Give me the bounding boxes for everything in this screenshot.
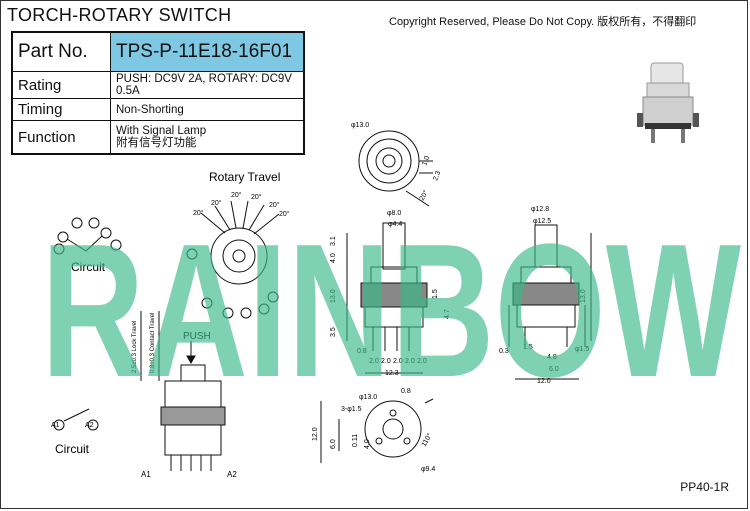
dim-front: 1.5 (432, 289, 439, 299)
product-photo (637, 62, 699, 143)
rating-label: Rating (11, 71, 111, 99)
circuit-top-diagram (53, 217, 122, 255)
dim-front: 2.0 (393, 358, 403, 365)
watermark-text: RAINBOW (41, 216, 741, 386)
dim-front: 2.0 (405, 358, 415, 365)
dim-bottom: 3-φ1.5 (341, 406, 362, 413)
dim-bottom: 0.8 (401, 388, 411, 395)
dim-side: 1.5 (523, 344, 533, 351)
rotary-travel-diagram (186, 200, 280, 319)
dim-side: 0.3 (499, 348, 509, 355)
dim-side: φ12.5 (533, 218, 551, 225)
circuit-bottom-diagram (53, 408, 99, 431)
table-row: Function With Signal Lamp 附有信号灯功能 (11, 120, 305, 155)
dim-top-angle: 20° (418, 189, 430, 202)
table-row: Timing Non-Shorting (11, 98, 305, 121)
timing-value: Non-Shorting (110, 98, 305, 121)
dim-front: 12.3 (385, 370, 399, 377)
dim-side: φ1.5 (575, 346, 589, 353)
dim-top-1: 1.0 (421, 155, 431, 167)
circuit-bottom-label: Circuit (55, 442, 90, 456)
a1-label: A1 (141, 470, 151, 479)
contact-travel-label: 0.8±0.3 Contact Travel (150, 313, 156, 373)
circuit-a1: A1 (51, 422, 60, 429)
dim-side: 4.8 (547, 354, 557, 361)
dim-bottom: 6.0 (330, 439, 337, 449)
a2-label: A2 (227, 470, 237, 479)
angle-label: 20° (211, 199, 222, 207)
page-title: TORCH-ROTARY SWITCH (7, 5, 232, 25)
dim-side: 13.0 (580, 289, 587, 303)
push-side-view (140, 311, 226, 471)
dim-top-2: 2.3 (432, 170, 442, 182)
dim-front: φ8.0 (387, 210, 401, 217)
angle-label: 20° (193, 209, 204, 217)
top-view (358, 130, 433, 207)
side-view (508, 224, 592, 380)
dim-front: 0.8 (357, 348, 367, 355)
dim-bottom: 0.11 (352, 434, 359, 447)
rainbow-watermark: RAINBOW (41, 216, 741, 386)
table-row: Part No. TPS-P-11E18-16F01 (11, 31, 305, 72)
function-value-line1: With Signal Lamp (116, 125, 207, 137)
dim-top-diameter: φ13.0 (351, 122, 369, 129)
function-value-line2: 附有信号灯功能 (116, 137, 197, 149)
dim-front: φ4.4 (388, 221, 402, 228)
table-row: Rating PUSH: DC9V 2A, ROTARY: DC9V 0.5A (11, 71, 305, 99)
part-no-value: TPS-P-11E18-16F01 (110, 31, 305, 72)
model-code: PP40-1R (680, 480, 729, 494)
dim-bottom: 110° (420, 432, 434, 448)
angle-label: 20° (231, 191, 242, 199)
front-view (346, 222, 428, 374)
function-value: With Signal Lamp 附有信号灯功能 (110, 120, 305, 155)
dim-bottom: φ9.4 (421, 466, 435, 473)
angle-label: 20° (279, 210, 290, 218)
angle-label: 20° (251, 193, 262, 201)
circuit-top-label: Circuit (71, 260, 106, 274)
function-label: Function (11, 120, 111, 155)
dim-front: 2.0 (369, 358, 379, 365)
dim-front: 2.0 (417, 358, 427, 365)
circuit-a2: A2 (85, 422, 94, 429)
dim-front: 3.1 (330, 236, 337, 246)
spec-table: Part No. TPS-P-11E18-16F01 Rating PUSH: … (11, 31, 305, 155)
dim-front: 2.0 (381, 358, 391, 365)
dim-side: φ12.8 (531, 206, 549, 213)
dim-front: 13.0 (330, 289, 337, 303)
copyright-notice: Copyright Reserved, Please Do Not Copy. … (389, 16, 697, 28)
dim-bottom: 4.0 (364, 439, 371, 449)
timing-label: Timing (11, 98, 111, 121)
dim-front: 3.5 (330, 327, 337, 337)
rotary-travel-label: Rotary Travel (209, 170, 280, 184)
dim-front: 4.7 (444, 309, 451, 319)
dim-bottom: φ13.0 (359, 394, 377, 401)
lock-travel-label: 2.5±0.3 Lock Travel (132, 321, 138, 373)
dim-side: 12.0 (537, 378, 551, 385)
dim-front: 4.0 (330, 253, 337, 263)
bottom-view (320, 398, 434, 463)
dim-bottom: 12.0 (312, 427, 319, 441)
push-label: PUSH (183, 331, 211, 342)
angle-label: 20° (269, 201, 280, 209)
dim-side: 6.0 (549, 366, 559, 373)
